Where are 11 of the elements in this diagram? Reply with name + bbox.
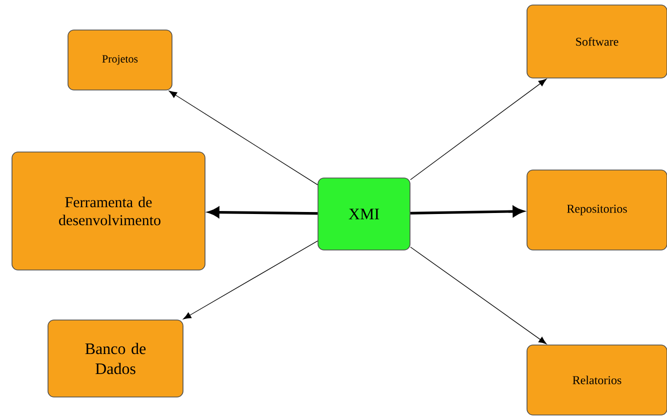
- arrow: [410, 246, 547, 344]
- process-box: Relatorios: [526, 344, 667, 416]
- process-box: Software: [526, 4, 667, 78]
- center-box: XMI: [318, 178, 410, 250]
- arrow: [168, 90, 318, 186]
- process-box: Repositorios: [526, 170, 667, 250]
- process-box: Banco de Dados: [48, 320, 184, 398]
- process-box: Ferramenta de desenvolvimento: [12, 152, 206, 270]
- arrow: [410, 78, 547, 180]
- arrow: [183, 240, 318, 320]
- process-box: Projetos: [68, 30, 172, 90]
